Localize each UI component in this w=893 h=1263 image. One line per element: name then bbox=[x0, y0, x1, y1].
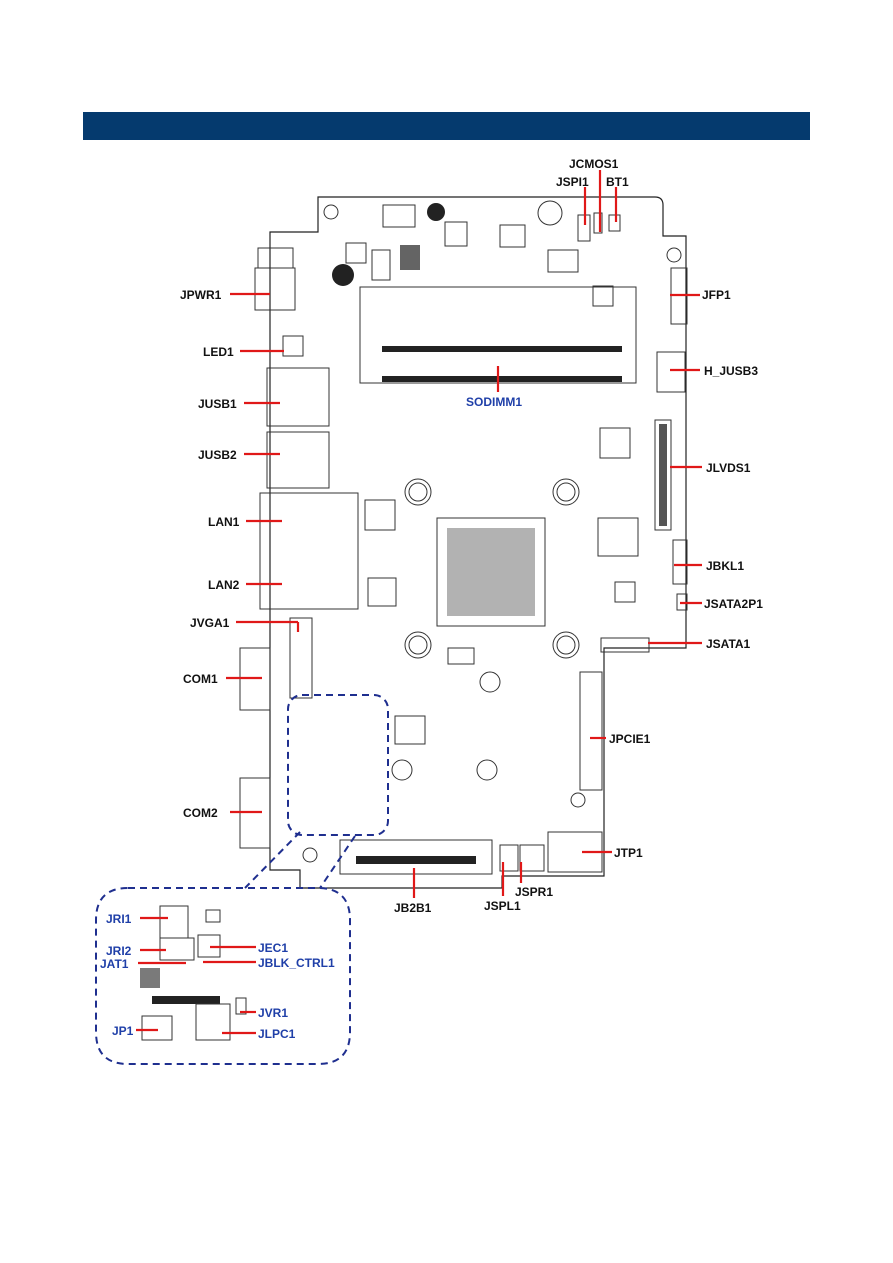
leader-lines bbox=[136, 170, 702, 1035]
label-jcmos1: JCMOS1 bbox=[569, 157, 619, 171]
label-jpcie1: JPCIE1 bbox=[609, 732, 651, 746]
label-jat1: JAT1 bbox=[100, 957, 129, 971]
label-jvga1: JVGA1 bbox=[190, 616, 230, 630]
pcb-board bbox=[269, 196, 687, 889]
label-jtp1: JTP1 bbox=[614, 846, 643, 860]
label-jsata1: JSATA1 bbox=[706, 637, 751, 651]
label-jlvds1: JLVDS1 bbox=[706, 461, 751, 475]
label-jpwr1: JPWR1 bbox=[180, 288, 222, 302]
label-bt1: BT1 bbox=[606, 175, 629, 189]
label-jvr1: JVR1 bbox=[258, 1006, 288, 1020]
label-com1: COM1 bbox=[183, 672, 218, 686]
label-jfp1: JFP1 bbox=[702, 288, 731, 302]
label-jp1: JP1 bbox=[112, 1024, 134, 1038]
label-jblk-ctrl1: JBLK_CTRL1 bbox=[258, 956, 335, 970]
label-jusb2: JUSB2 bbox=[198, 448, 237, 462]
label-led1: LED1 bbox=[203, 345, 234, 359]
label-jsata2p1: JSATA2P1 bbox=[704, 597, 763, 611]
label-com2: COM2 bbox=[183, 806, 218, 820]
label-jec1: JEC1 bbox=[258, 941, 288, 955]
label-lan2: LAN2 bbox=[208, 578, 240, 592]
label-jri1: JRI1 bbox=[106, 912, 132, 926]
label-h-jusb3: H_JUSB3 bbox=[704, 364, 758, 378]
board-components bbox=[239, 200, 688, 875]
label-jb2b1: JB2B1 bbox=[394, 901, 432, 915]
label-jspr1: JSPR1 bbox=[515, 885, 553, 899]
label-jspi1: JSPI1 bbox=[556, 175, 589, 189]
label-jspl1: JSPL1 bbox=[484, 899, 521, 913]
label-jlpc1: JLPC1 bbox=[258, 1027, 296, 1041]
section-header-bar bbox=[83, 112, 810, 140]
label-lan1: LAN1 bbox=[208, 515, 240, 529]
label-jbkl1: JBKL1 bbox=[706, 559, 744, 573]
label-sodimm1: SODIMM1 bbox=[466, 395, 522, 409]
label-jusb1: JUSB1 bbox=[198, 397, 237, 411]
zoom-connector-line bbox=[319, 835, 356, 889]
inset-components bbox=[140, 905, 247, 1041]
inset-callout bbox=[95, 887, 351, 1065]
zoom-region-outline bbox=[287, 694, 389, 836]
zoom-connector-line bbox=[244, 831, 301, 889]
label-jri2: JRI2 bbox=[106, 944, 132, 958]
